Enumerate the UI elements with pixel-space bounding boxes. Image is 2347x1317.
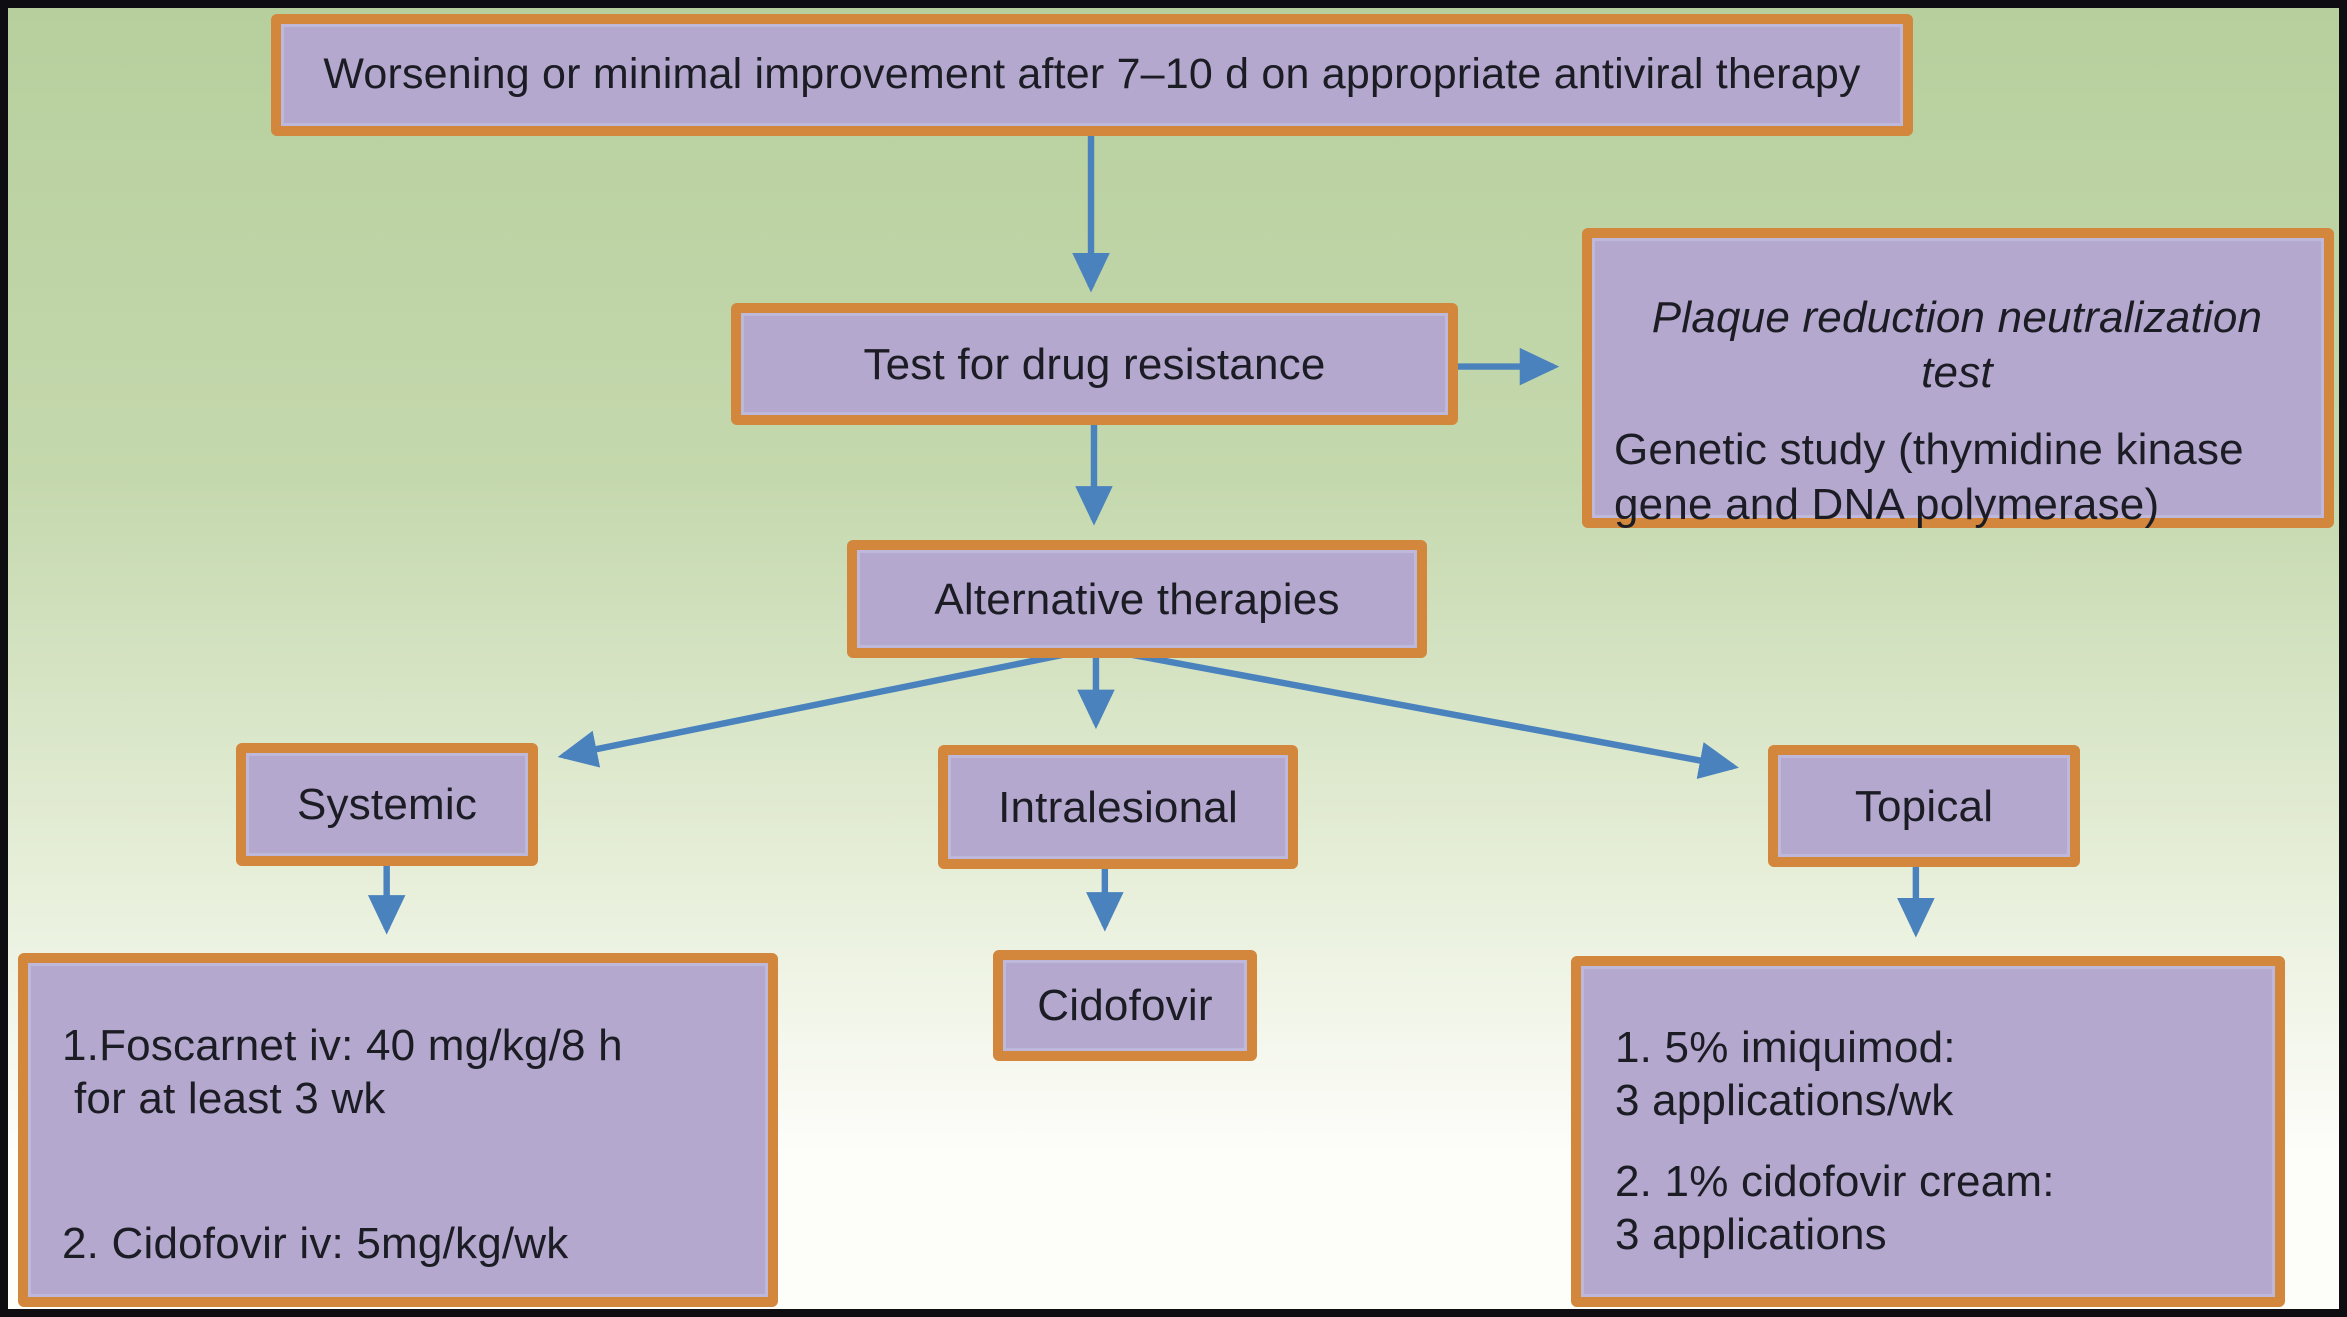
topical-option1-line1: 1. 5% imiquimod:: [1615, 1023, 1956, 1072]
node-resistance-tests-note: Plaque reduction neutralization test Gen…: [1582, 228, 2334, 529]
node-systemic-options: 1.Foscarnet iv: 40 mg/kg/8 h for at leas…: [18, 953, 778, 1307]
connector-arrows: [367, 134, 1935, 938]
node-intralesional: Intralesional: [938, 745, 1298, 869]
node-intralesional-label: Intralesional: [998, 782, 1238, 832]
topical-option1-line2: 3 applications/wk: [1615, 1076, 1954, 1125]
systemic-option1-line1: 1.Foscarnet iv: 40 mg/kg/8 h: [62, 1021, 623, 1070]
side-note-line3: gene and DNA polymerase): [1614, 480, 2160, 529]
node-systemic: Systemic: [236, 743, 538, 866]
node-start-condition: Worsening or minimal improvement after 7…: [271, 14, 1913, 136]
side-note-italic-line: Plaque reduction neutralization test: [1651, 293, 2263, 397]
topical-option2-line1: 2. 1% cidofovir cream:: [1615, 1157, 2055, 1206]
arrow-alternative-to-systemic: [557, 644, 1097, 768]
node-cidofovir-label: Cidofovir: [1037, 981, 1213, 1030]
node-topical-label: Topical: [1854, 781, 1994, 831]
node-systemic-label: Systemic: [296, 780, 478, 829]
systemic-option1-line2: for at least 3 wk: [74, 1074, 386, 1123]
node-topical: Topical: [1768, 745, 2080, 867]
node-intralesional-cidofovir: Cidofovir: [993, 950, 1257, 1061]
arrow-alternative-to-topical: [1095, 644, 1739, 779]
node-start-label: Worsening or minimal improvement after 7…: [323, 50, 1861, 99]
node-test-drug-resistance: Test for drug resistance: [731, 303, 1458, 425]
node-topical-options: 1. 5% imiquimod: 3 applications/wk 2. 1%…: [1571, 956, 2285, 1307]
systemic-option2: 2. Cidofovir iv: 5mg/kg/wk: [62, 1219, 569, 1268]
node-test-label: Test for drug resistance: [863, 339, 1326, 389]
node-alternative-label: Alternative therapies: [934, 574, 1340, 624]
node-alternative-therapies: Alternative therapies: [847, 540, 1427, 658]
side-note-line2: Genetic study (thymidine kinase: [1614, 425, 2244, 474]
topical-option2-line2: 3 applications: [1615, 1210, 1887, 1259]
